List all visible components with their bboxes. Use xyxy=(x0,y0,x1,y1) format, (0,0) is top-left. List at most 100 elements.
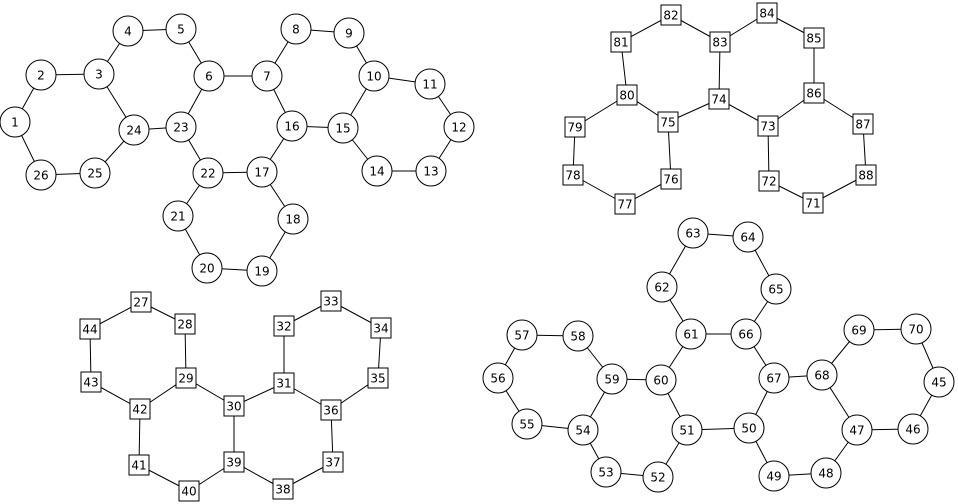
node-81-square xyxy=(610,31,632,53)
node-33: 33 xyxy=(320,290,342,312)
node-82-square xyxy=(660,4,682,26)
node-38-square xyxy=(272,478,294,500)
node-label-79: 79 xyxy=(567,121,582,135)
node-19: 19 xyxy=(246,255,278,287)
node-25-circle xyxy=(79,157,111,189)
node-label-66: 66 xyxy=(738,328,753,342)
node-42-square xyxy=(129,398,151,420)
node-79: 79 xyxy=(564,116,586,138)
node-label-50: 50 xyxy=(741,422,756,436)
node-6-circle xyxy=(193,60,225,92)
node-7: 7 xyxy=(251,60,283,92)
node-84-square xyxy=(756,2,778,24)
node-62: 62 xyxy=(646,271,678,303)
node-label-39: 39 xyxy=(226,456,241,470)
node-71: 71 xyxy=(802,192,824,214)
node-12-circle xyxy=(443,111,475,143)
node-55: 55 xyxy=(511,408,543,440)
node-58-circle xyxy=(562,320,594,352)
node-74: 74 xyxy=(708,88,730,110)
node-17: 17 xyxy=(246,156,278,188)
node-9: 9 xyxy=(333,17,365,49)
node-75: 75 xyxy=(657,111,679,133)
node-34: 34 xyxy=(370,317,392,339)
node-87-square xyxy=(852,113,874,135)
node-label-71: 71 xyxy=(805,197,820,211)
node-32: 32 xyxy=(273,315,295,337)
node-83: 83 xyxy=(709,31,731,53)
node-53: 53 xyxy=(590,456,622,488)
node-1: 1 xyxy=(0,106,31,138)
node-4-circle xyxy=(112,15,144,47)
node-28-square xyxy=(174,313,196,335)
node-label-3: 3 xyxy=(95,68,103,82)
node-74-square xyxy=(708,88,730,110)
edge-layer xyxy=(14,12,940,492)
node-label-57: 57 xyxy=(514,329,529,343)
node-65: 65 xyxy=(760,273,792,305)
node-label-84: 84 xyxy=(759,7,774,21)
node-label-73: 73 xyxy=(760,120,775,134)
node-64-circle xyxy=(732,221,764,253)
node-18: 18 xyxy=(277,203,309,235)
node-28: 28 xyxy=(174,313,196,335)
node-70: 70 xyxy=(900,313,932,345)
node-2: 2 xyxy=(25,59,57,91)
node-31-square xyxy=(273,372,295,394)
node-label-83: 83 xyxy=(712,36,727,50)
node-label-33: 33 xyxy=(323,295,338,309)
node-30: 30 xyxy=(223,395,245,417)
node-5: 5 xyxy=(165,13,197,45)
node-label-18: 18 xyxy=(285,213,300,227)
node-label-87: 87 xyxy=(855,118,870,132)
node-3-circle xyxy=(83,58,115,90)
node-label-47: 47 xyxy=(849,424,864,438)
node-45-circle xyxy=(923,366,955,398)
node-40: 40 xyxy=(178,480,200,502)
node-label-4: 4 xyxy=(124,25,132,39)
node-71-square xyxy=(802,192,824,214)
node-label-24: 24 xyxy=(126,124,141,138)
node-21-circle xyxy=(162,200,194,232)
node-37-square xyxy=(322,451,344,473)
node-24: 24 xyxy=(118,114,150,146)
node-83-square xyxy=(709,31,731,53)
node-14: 14 xyxy=(361,155,393,187)
node-44: 44 xyxy=(79,318,101,340)
node-label-59: 59 xyxy=(604,373,619,387)
node-label-42: 42 xyxy=(132,403,147,417)
node-label-80: 80 xyxy=(619,89,634,103)
node-label-76: 76 xyxy=(663,173,678,187)
node-64: 64 xyxy=(732,221,764,253)
node-label-60: 60 xyxy=(653,374,668,388)
node-73-square xyxy=(757,115,779,137)
node-20: 20 xyxy=(191,252,223,284)
node-69-circle xyxy=(843,314,875,346)
node-86-square xyxy=(803,82,825,104)
node-17-circle xyxy=(246,156,278,188)
node-81: 81 xyxy=(610,31,632,53)
node-62-circle xyxy=(646,271,678,303)
node-label-25: 25 xyxy=(87,167,102,181)
node-68: 68 xyxy=(806,359,838,391)
node-48: 48 xyxy=(810,457,842,489)
node-label-75: 75 xyxy=(660,116,675,130)
node-38: 38 xyxy=(272,478,294,500)
node-57: 57 xyxy=(506,319,538,351)
node-53-circle xyxy=(590,456,622,488)
node-68-circle xyxy=(806,359,838,391)
node-label-41: 41 xyxy=(131,459,146,473)
node-76: 76 xyxy=(660,168,682,190)
node-label-86: 86 xyxy=(806,87,821,101)
node-14-circle xyxy=(361,155,393,187)
node-label-70: 70 xyxy=(908,323,923,337)
node-1-circle xyxy=(0,106,31,138)
node-3: 3 xyxy=(83,58,115,90)
node-label-63: 63 xyxy=(685,227,700,241)
node-19-circle xyxy=(246,255,278,287)
node-30-square xyxy=(223,395,245,417)
node-label-8: 8 xyxy=(292,23,300,37)
node-42: 42 xyxy=(129,398,151,420)
node-29: 29 xyxy=(175,367,197,389)
